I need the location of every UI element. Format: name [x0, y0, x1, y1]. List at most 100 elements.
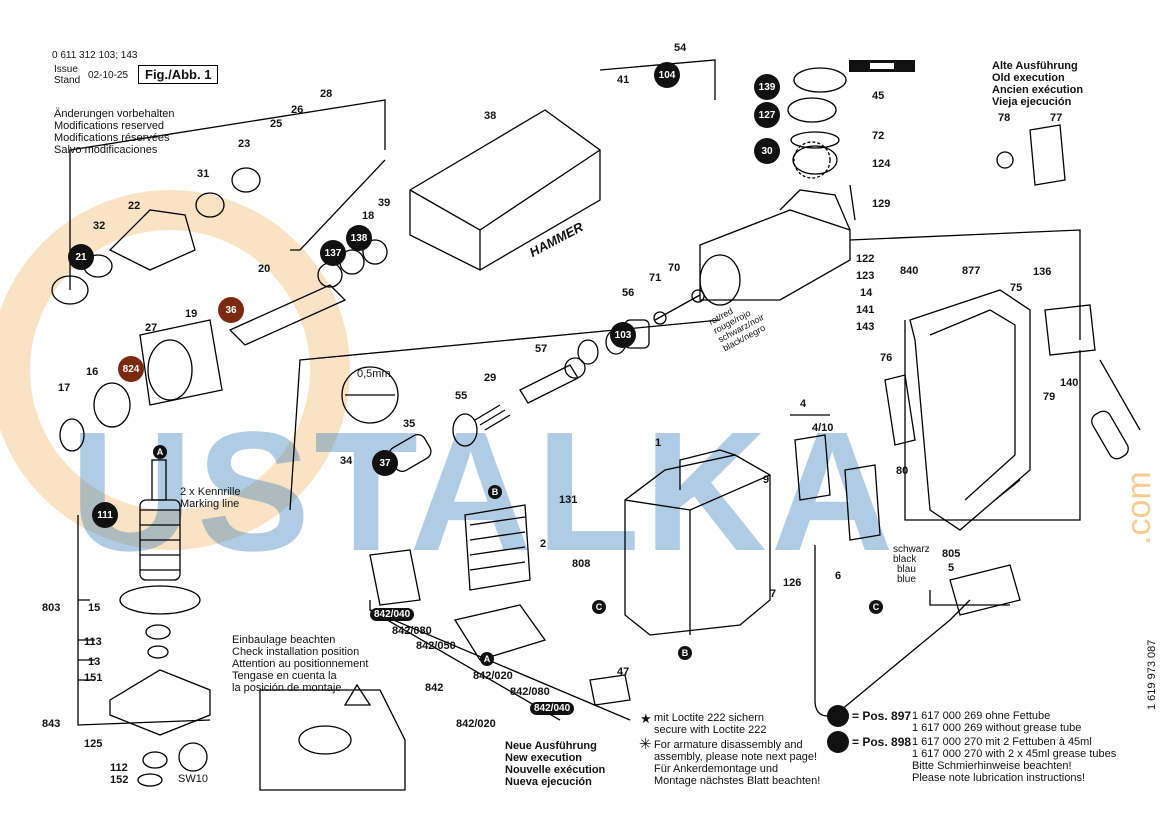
- part-label-4-10: 4/10: [812, 422, 834, 434]
- pos897-line2: 1 617 000 269 without grease tube: [912, 722, 1082, 734]
- part-label-104: 104: [654, 62, 680, 88]
- cable-color-4: blue: [897, 574, 916, 585]
- pos898-line1: 1 617 000 270 mit 2 Fettuben à 45ml: [912, 736, 1092, 748]
- part-label-41: 41: [617, 74, 630, 86]
- part-label-19: 19: [185, 308, 198, 320]
- part-label-842-040: 842/040: [370, 608, 415, 621]
- modifications-de: Änderungen vorbehalten: [54, 108, 175, 120]
- part-label-55: 55: [455, 390, 468, 402]
- part-label-22: 22: [128, 200, 141, 212]
- part-label-131: 131: [559, 494, 578, 506]
- part-label-138: 138: [346, 225, 372, 251]
- part-label-27: 27: [145, 322, 158, 334]
- modifications-fr: Modifications réservées: [54, 132, 170, 144]
- part-label-39: 39: [378, 197, 391, 209]
- part-label-127: 127: [754, 102, 780, 128]
- loctite-en: secure with Loctite 222: [654, 724, 767, 736]
- part-label-72: 72: [872, 130, 885, 142]
- part-label-13: 13: [88, 656, 101, 668]
- part-label-111: 111: [92, 502, 118, 528]
- part-label-842-020: 842/020: [473, 670, 513, 682]
- part-label-21: 21: [68, 244, 94, 270]
- part-label-151: 151: [84, 672, 103, 684]
- part-label-136: 136: [1033, 266, 1052, 278]
- part-label-71: 71: [649, 272, 662, 284]
- part-label-125: 125: [84, 738, 103, 750]
- new-execution-de: Neue Ausführung: [505, 740, 597, 752]
- marking-en: Marking line: [180, 498, 240, 510]
- install-note-es1: Tengase en cuenta la: [232, 670, 337, 682]
- install-note-es2: la posición de montaje: [232, 682, 342, 694]
- armature-3: Für Ankerdemontage und: [654, 763, 779, 775]
- callout-c-1: C: [592, 600, 606, 614]
- part-label-137: 137: [320, 240, 346, 266]
- figure-label: Fig./Abb. 1: [138, 65, 219, 84]
- part-label-34: 34: [340, 455, 353, 467]
- part-label-77: 77: [1050, 112, 1063, 124]
- part-label-842-020: 842/020: [456, 718, 496, 730]
- part-label-129: 129: [872, 198, 891, 210]
- part-label-54: 54: [674, 42, 687, 54]
- old-execution-en: Old execution: [992, 72, 1065, 84]
- part-label-37: 37: [372, 450, 398, 476]
- part-label-76: 76: [880, 352, 893, 364]
- cable-color-1: schwarz: [893, 544, 930, 555]
- callout-b-2: B: [678, 646, 692, 660]
- tool-label: SW10: [178, 773, 208, 785]
- part-label-25: 25: [270, 118, 283, 130]
- stand-label: Stand: [54, 75, 81, 86]
- part-label-877: 877: [962, 265, 981, 277]
- loctite-star-icon: ★: [640, 711, 652, 726]
- cable-color-blue: blau blue: [897, 565, 916, 585]
- callout-a-2: A: [480, 652, 494, 666]
- part-label-5: 5: [948, 562, 955, 574]
- callout-c-2: C: [869, 600, 883, 614]
- part-label-18: 18: [362, 210, 375, 222]
- issue-label: Issue: [54, 64, 78, 75]
- install-note-de: Einbaulage beachten: [232, 634, 336, 646]
- old-execution-de: Alte Ausführung: [992, 60, 1078, 72]
- part-label-9: 9: [763, 474, 770, 486]
- part-label-23: 23: [238, 138, 251, 150]
- pos898-label: = Pos. 898: [852, 735, 912, 749]
- part-label-15: 15: [88, 602, 101, 614]
- pos898-line2: 1 617 000 270 with 2 x 45ml grease tubes: [912, 748, 1117, 760]
- new-execution-fr: Nouvelle exécution: [505, 764, 606, 776]
- part-label-152: 152: [110, 774, 129, 786]
- doc-number: 0 611 312 103; 143: [52, 50, 138, 61]
- old-execution-es: Vieja ejecución: [992, 96, 1072, 108]
- part-label-20: 20: [258, 263, 271, 275]
- part-label-123: 123: [856, 270, 875, 282]
- part-label-842-080: 842/080: [392, 625, 432, 637]
- new-execution-es: Nueva ejecución: [505, 776, 592, 788]
- part-label-75: 75: [1010, 282, 1023, 294]
- part-label-2: 2: [540, 538, 547, 550]
- part-label-31: 31: [197, 168, 210, 180]
- cable-color-3: blau: [897, 564, 916, 575]
- part-label-122: 122: [856, 253, 875, 265]
- part-label-56: 56: [622, 287, 635, 299]
- part-label-1: 1: [655, 437, 662, 449]
- part-label-112: 112: [110, 762, 128, 774]
- part-label-4: 4: [800, 398, 807, 410]
- install-note-en: Check installation position: [232, 646, 360, 658]
- part-label-113: 113: [84, 636, 102, 648]
- marking-de: 2 x Kennrille: [180, 486, 241, 498]
- cable-color-black: schwarz black: [893, 545, 930, 565]
- part-label-36: 36: [218, 297, 244, 323]
- part-label-78: 78: [998, 112, 1011, 124]
- part-label-141: 141: [856, 304, 875, 316]
- part-label-28: 28: [320, 88, 333, 100]
- part-label-35: 35: [403, 418, 416, 430]
- part-label-30: 30: [754, 138, 780, 164]
- part-label-79: 79: [1043, 391, 1056, 403]
- new-execution-en: New execution: [505, 752, 583, 764]
- part-label-803: 803: [42, 602, 61, 614]
- part-label-139: 139: [754, 74, 780, 100]
- issue-date: 02-10-25: [88, 70, 129, 81]
- part-label-126: 126: [783, 577, 802, 589]
- part-label-47: 47: [617, 666, 630, 678]
- part-label-103: 103: [610, 322, 636, 348]
- part-label-17: 17: [58, 382, 71, 394]
- part-label-7: 7: [770, 588, 777, 600]
